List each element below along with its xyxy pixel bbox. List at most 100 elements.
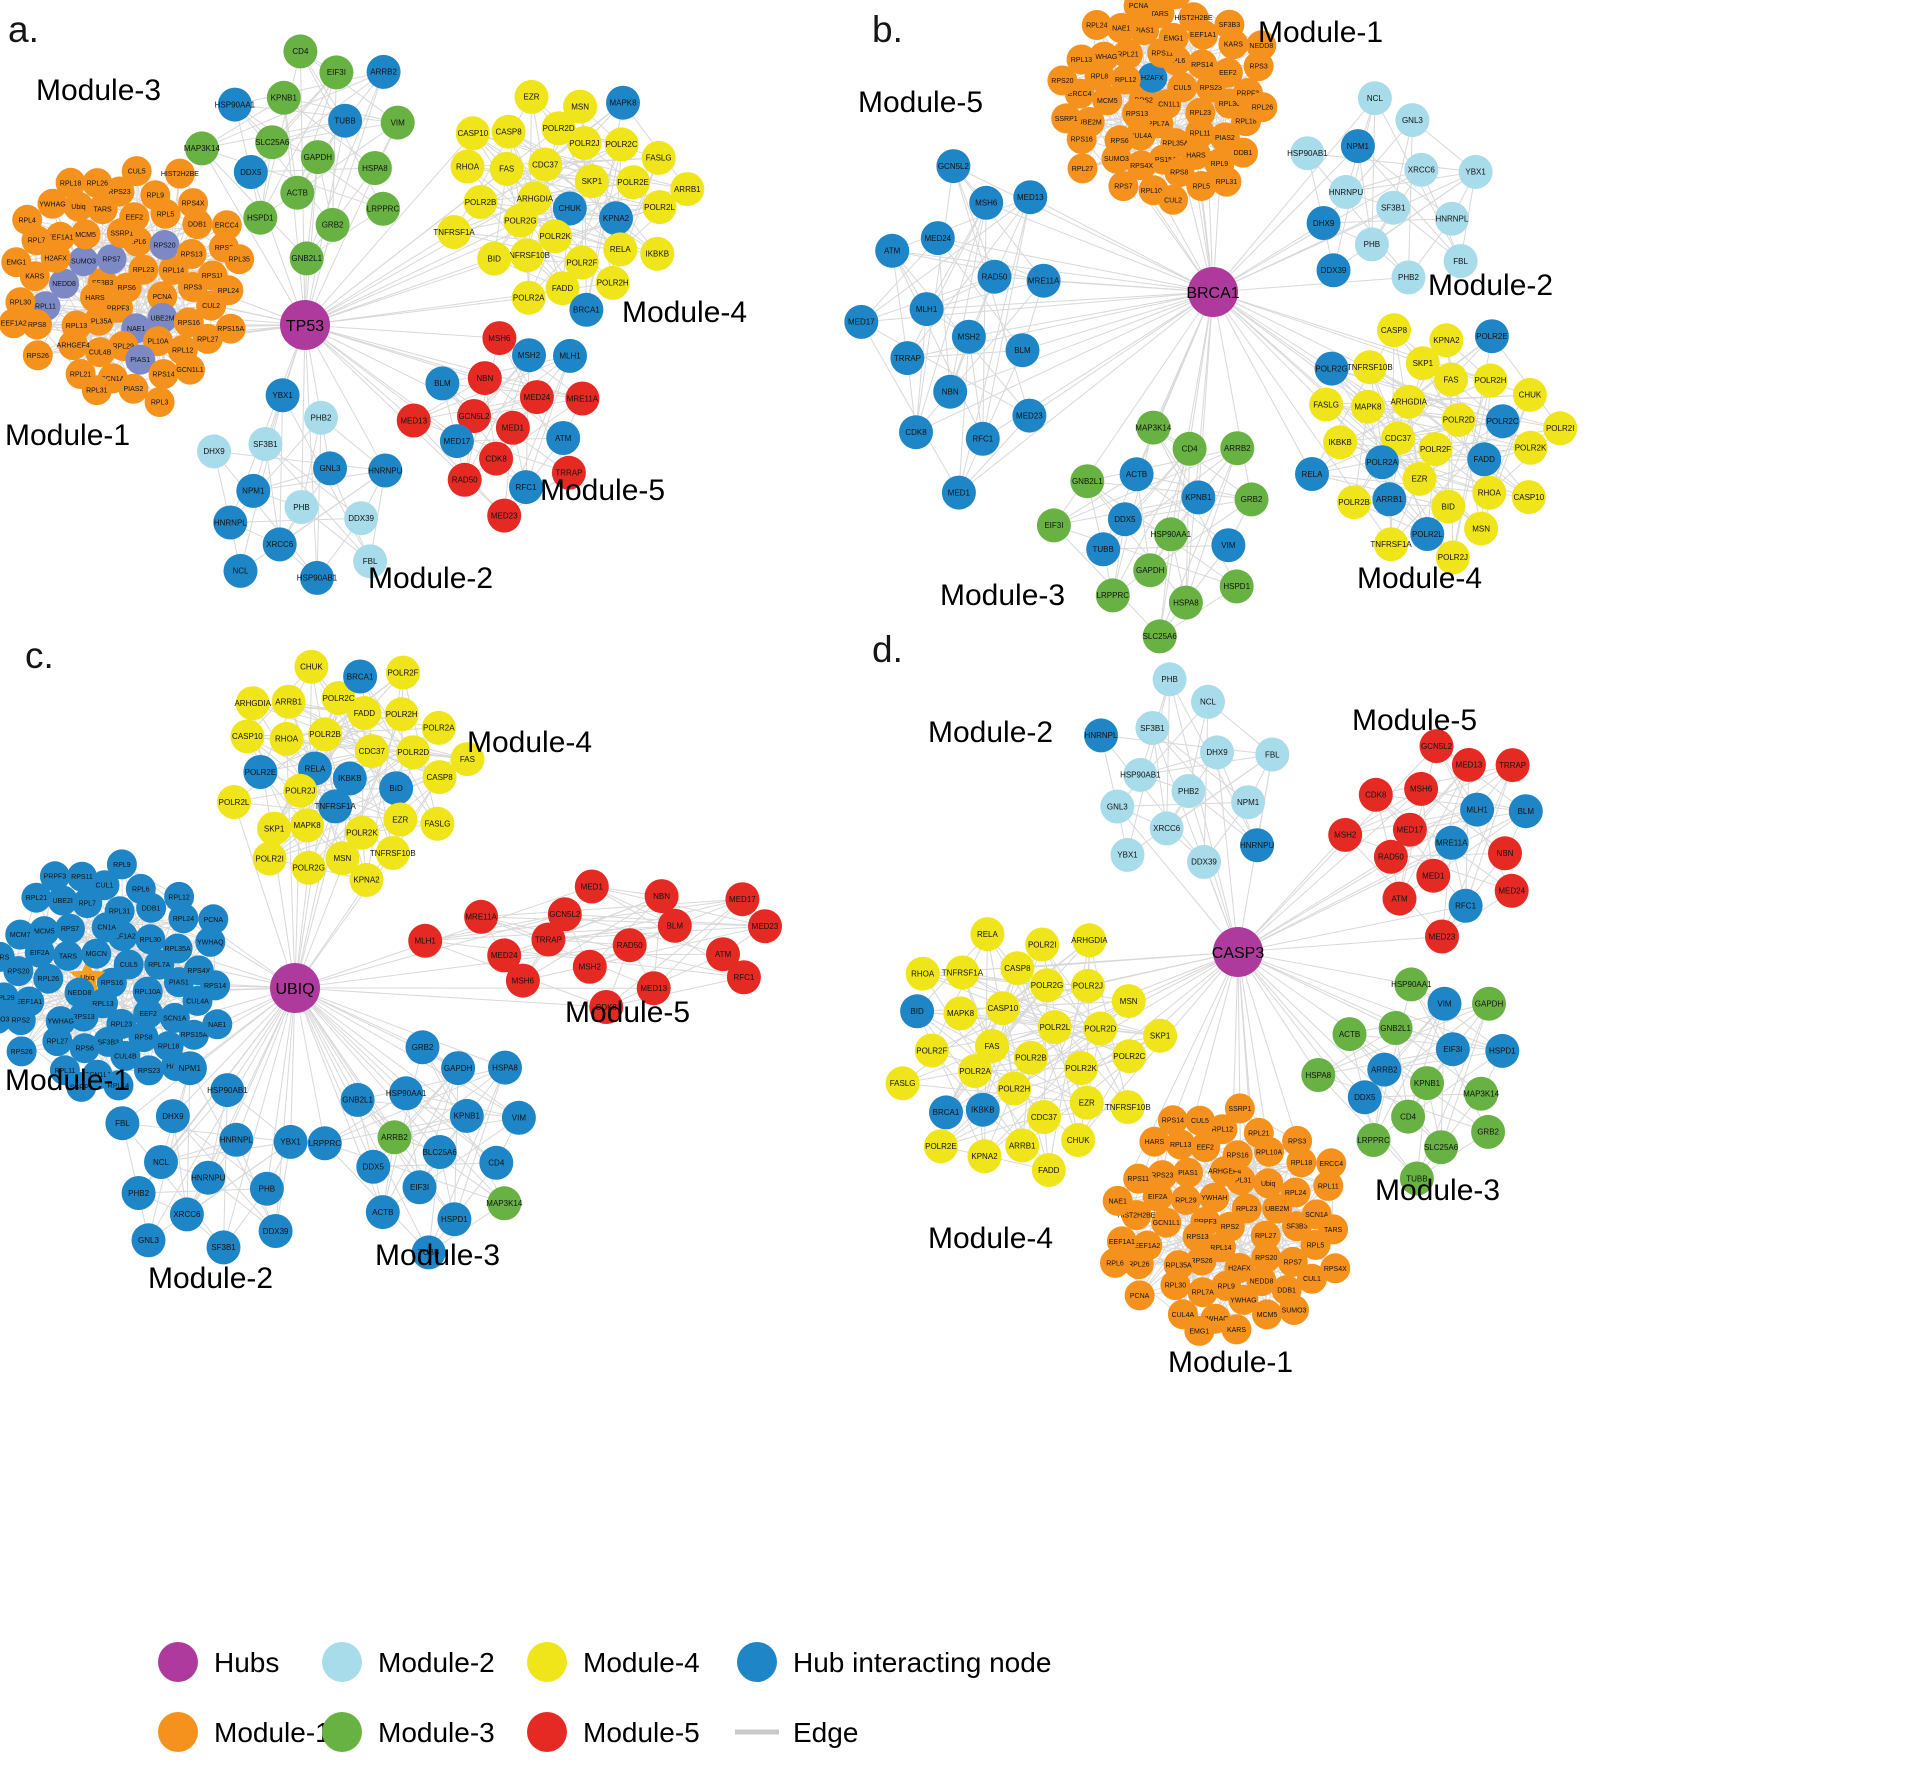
hub-edge [1237, 951, 1298, 1142]
hub-edge [294, 987, 441, 1153]
node-label: POLR2I [255, 854, 283, 863]
node-RPS14 [200, 970, 231, 1001]
edge [1100, 735, 1205, 863]
node-MSH2 [1328, 817, 1363, 852]
node-ARRB2 [366, 54, 401, 89]
module-label: Module-4 [928, 1222, 1053, 1255]
node-label: RPL27 [47, 1039, 69, 1046]
hub-label: UBIQ [275, 981, 314, 998]
node-EEF1A1 [45, 221, 76, 252]
node-MED23 [487, 498, 522, 533]
node-label: RPL24 [1285, 1190, 1307, 1197]
node-GCN5L2 [457, 399, 491, 433]
node-label: ARRB2 [1371, 1065, 1398, 1074]
node-label: CUL4B [89, 350, 112, 357]
node-label: EEF1A1 [1190, 32, 1216, 39]
legend-label: Module-5 [583, 1717, 700, 1748]
hub-edge [1043, 280, 1214, 293]
node-label: MSN [571, 102, 589, 111]
node-POLR2H [595, 265, 630, 300]
node-label: NPM1 [242, 487, 265, 496]
hub-edge [294, 987, 607, 1008]
node-label: RAD50 [1378, 853, 1404, 862]
node-EZR [383, 802, 418, 837]
node-MED1 [495, 410, 530, 445]
edge [1331, 368, 1530, 498]
node-label: RPS16 [178, 320, 200, 327]
node-CDC37 [528, 147, 563, 182]
node-GAPDH [300, 140, 335, 175]
node-label: PIAS1 [1134, 28, 1154, 35]
node-label: RPS16 [1227, 1153, 1249, 1160]
hub-node-CASP3 [1213, 927, 1263, 977]
node-label: CUL4A [186, 998, 209, 1005]
node-KPNB1 [1410, 1066, 1444, 1101]
node-POLR2F [386, 655, 420, 690]
node-label: H2AFX [44, 255, 67, 262]
node-SKP1 [1143, 1018, 1178, 1053]
node-Ubiq [63, 191, 94, 222]
edge [296, 72, 337, 193]
node-label: RPL14 [108, 1083, 130, 1090]
node-CDC37 [354, 734, 389, 769]
node-TRRAP [531, 922, 566, 957]
node-RFC1 [726, 960, 761, 995]
node-label: POLR2B [465, 198, 497, 207]
hub-edge [266, 987, 296, 1189]
node-label: BLM [1014, 346, 1031, 355]
hub-edge [1237, 809, 1478, 953]
node-RPL35A [162, 933, 193, 964]
node-label: TNFRSF1A [1370, 540, 1412, 549]
node-label: CD4 [488, 1159, 505, 1168]
node-label: MAP3K14 [184, 144, 221, 153]
node-HSP90AA1 [1394, 967, 1429, 1002]
node-label: CUL1 [1303, 1276, 1321, 1283]
node-label: MSN [1120, 997, 1138, 1006]
legend-label: Module-1 [214, 1717, 331, 1748]
hub-node-BRCA1 [1188, 267, 1238, 317]
node-label: RPS6 [1110, 138, 1128, 145]
node-GCN5L2 [1419, 729, 1454, 764]
edge [1408, 394, 1530, 403]
module-label: Module-5 [1352, 704, 1477, 737]
edge [234, 71, 384, 106]
hub-edge [1237, 842, 1452, 953]
node-RPS13 [176, 239, 207, 269]
node-RPL9 [106, 849, 137, 880]
node-label: CUL2 [1164, 197, 1182, 204]
edge [425, 898, 743, 942]
edge [316, 417, 322, 578]
legend-swatch-hub [158, 1642, 198, 1682]
node-NCL [1357, 81, 1392, 116]
node-label: PIAS2 [123, 386, 143, 393]
node-label: FBL [1265, 750, 1280, 759]
node-label: POLR2E [617, 178, 649, 187]
node-MED13 [1013, 180, 1048, 215]
edge [506, 168, 583, 263]
hub-edge [304, 220, 521, 326]
hub-node-UBIQ [270, 963, 320, 1013]
node-label: GCN1L1 [1153, 1220, 1180, 1227]
node-SF3B1 [206, 1230, 241, 1265]
hub-edge [1237, 951, 1366, 1098]
edge [1432, 764, 1470, 876]
node-label: MED1 [581, 882, 604, 891]
node-label: NEDD8 [1250, 1279, 1274, 1286]
node-label: EIF3I [1443, 1045, 1462, 1054]
node-label: NAE1 [127, 326, 145, 333]
node-TNFRSF10B [510, 238, 545, 273]
node-RPS8 [22, 309, 52, 340]
node-label: FASLG [646, 154, 672, 163]
node-SF3B1 [248, 427, 283, 461]
node-label: XRCC6 [1153, 824, 1181, 833]
node-label: RPL30 [1165, 1283, 1187, 1290]
node-label: MED24 [1498, 887, 1525, 896]
node-label: MSH2 [579, 963, 602, 972]
node-label: BID [488, 254, 502, 263]
edge [1087, 447, 1238, 482]
node-POLR2J [1435, 540, 1470, 575]
node-label: GRB2 [1477, 1128, 1499, 1137]
node-NCL [144, 1145, 178, 1179]
node-label: RPL9 [147, 193, 165, 200]
